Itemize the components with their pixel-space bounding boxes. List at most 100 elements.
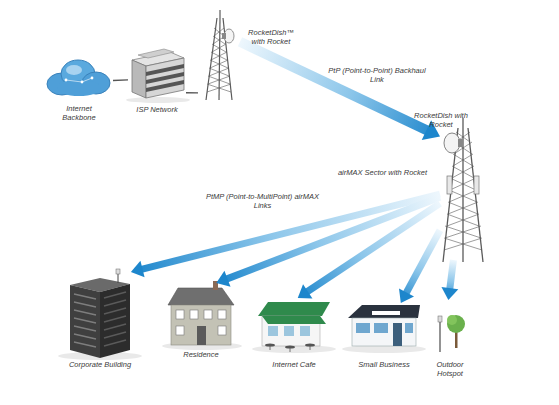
residence-part [168, 288, 234, 305]
rocketdish-left-part [222, 33, 226, 39]
residence [168, 281, 234, 345]
node-label: Internet Cafe [249, 360, 339, 369]
arrow-head [298, 284, 313, 298]
internet-cafe-part [300, 326, 310, 336]
cable [113, 79, 128, 81]
residence-part [218, 326, 226, 335]
corporate-building-part [104, 292, 126, 346]
node-label: Small Business [339, 360, 429, 369]
rocketdish-tower-node: RocketDish™ with Rocket [198, 12, 240, 100]
backhaul-arrow [240, 42, 440, 140]
backhaul-tower-left [206, 10, 232, 100]
small-business-part [393, 323, 402, 346]
small-business-node: Small Business [345, 303, 423, 348]
internet-cafe-part [310, 345, 311, 350]
isp-building-part [138, 49, 174, 58]
internet-cafe-part [290, 347, 291, 352]
internet-cafe-part [270, 345, 271, 350]
airmax-link-arrow [298, 203, 440, 298]
internet-cafe-node: Internet Cafe [255, 298, 333, 348]
sector-tower-right-part [444, 132, 482, 250]
rocketdish-right [444, 133, 463, 153]
residence-part [176, 326, 184, 335]
small-business-part [356, 323, 370, 333]
corporate-building-part [100, 284, 130, 358]
internet-cafe-part [284, 326, 294, 336]
airmax-link-arrow [131, 194, 440, 277]
rocketdish-left [222, 29, 234, 43]
outdoor-hotspot-part [447, 315, 457, 325]
airmax-sector-part [474, 176, 479, 194]
outdoor-hotspot-part [438, 316, 442, 322]
small-business-part [352, 318, 416, 346]
residence-node: Residence [165, 283, 237, 345]
residence-part [197, 326, 206, 345]
internet-cloud-part [66, 65, 82, 75]
node-label: Outdoor Hotspot [425, 360, 475, 378]
arrow-head [441, 287, 458, 300]
corporate-building-node: Corporate Building [65, 272, 135, 357]
outdoor-hotspot [438, 315, 465, 352]
corporate-building-part [116, 269, 120, 274]
isp-building-part [132, 60, 146, 98]
ground-shadows [58, 97, 426, 360]
cable [186, 92, 198, 93]
internet-backbone-node: Internet Backbone [45, 58, 113, 98]
internet-cafe-part [268, 326, 278, 336]
internet-cloud-part [66, 78, 92, 82]
link-note: airMAX Sector with Rocket [320, 168, 445, 177]
outdoor-hotspot-node: Outdoor Hotspot [432, 300, 468, 352]
residence-part [213, 281, 218, 290]
corporate-building-part [70, 285, 100, 358]
arrow-body [307, 203, 440, 292]
arrow-body [406, 230, 440, 293]
residence-part [204, 310, 212, 319]
arrow-head [131, 261, 145, 277]
small-business-part [374, 323, 388, 333]
node-label: RocketDish™ with Rocket [242, 28, 300, 46]
rocketdish-right-part [444, 133, 460, 153]
internet-cafe-part [262, 316, 326, 324]
corporate-building-part [74, 294, 96, 347]
node-label: Internet Backbone [54, 104, 104, 122]
isp-building [132, 49, 184, 98]
rocketdish-right-part [458, 139, 463, 147]
node-label: RocketDish with Rocket [410, 111, 472, 129]
residence-part [171, 305, 231, 345]
airmax-link-arrow [216, 197, 440, 287]
arrow-body [240, 42, 428, 131]
cable-line [113, 79, 128, 81]
node-label: Corporate Building [55, 360, 145, 369]
corporate-building [70, 269, 130, 358]
airmax-link-arrow [399, 230, 440, 303]
internet-cloud-part [57, 80, 101, 96]
arrow-head [399, 288, 414, 303]
node-label: Residence [161, 350, 241, 359]
small-business-part [372, 311, 400, 315]
backhaul-tower-left-part [206, 18, 217, 100]
isp-building-part [146, 58, 184, 98]
isp-building-part [146, 80, 184, 92]
airmax-sector-part [447, 176, 452, 194]
link-note: PtMP (Point-to-MultiPoint) airMAX Links [205, 192, 320, 210]
outdoor-hotspot-part [447, 315, 465, 333]
cable-line [186, 92, 198, 93]
small-business-part [405, 323, 413, 333]
edge-label: PtP (Point-to-Point) Backhaul Link [322, 66, 432, 84]
airmax-link-arrow [441, 260, 458, 300]
arrow-body [141, 194, 440, 269]
residence-part [190, 310, 198, 319]
small-business [348, 305, 420, 346]
isp-network-node: ISP Network [128, 45, 186, 101]
rocketdish-tower-node: RocketDish with Rocket [440, 130, 485, 260]
arrow-head [216, 271, 230, 287]
arrow-body [450, 260, 454, 289]
internet-cafe-part [258, 302, 330, 316]
sector-tower-right-part [444, 132, 482, 250]
residence-part [176, 310, 184, 319]
outdoor-hotspot-part [439, 318, 440, 352]
ground-shadows-part [126, 97, 190, 103]
